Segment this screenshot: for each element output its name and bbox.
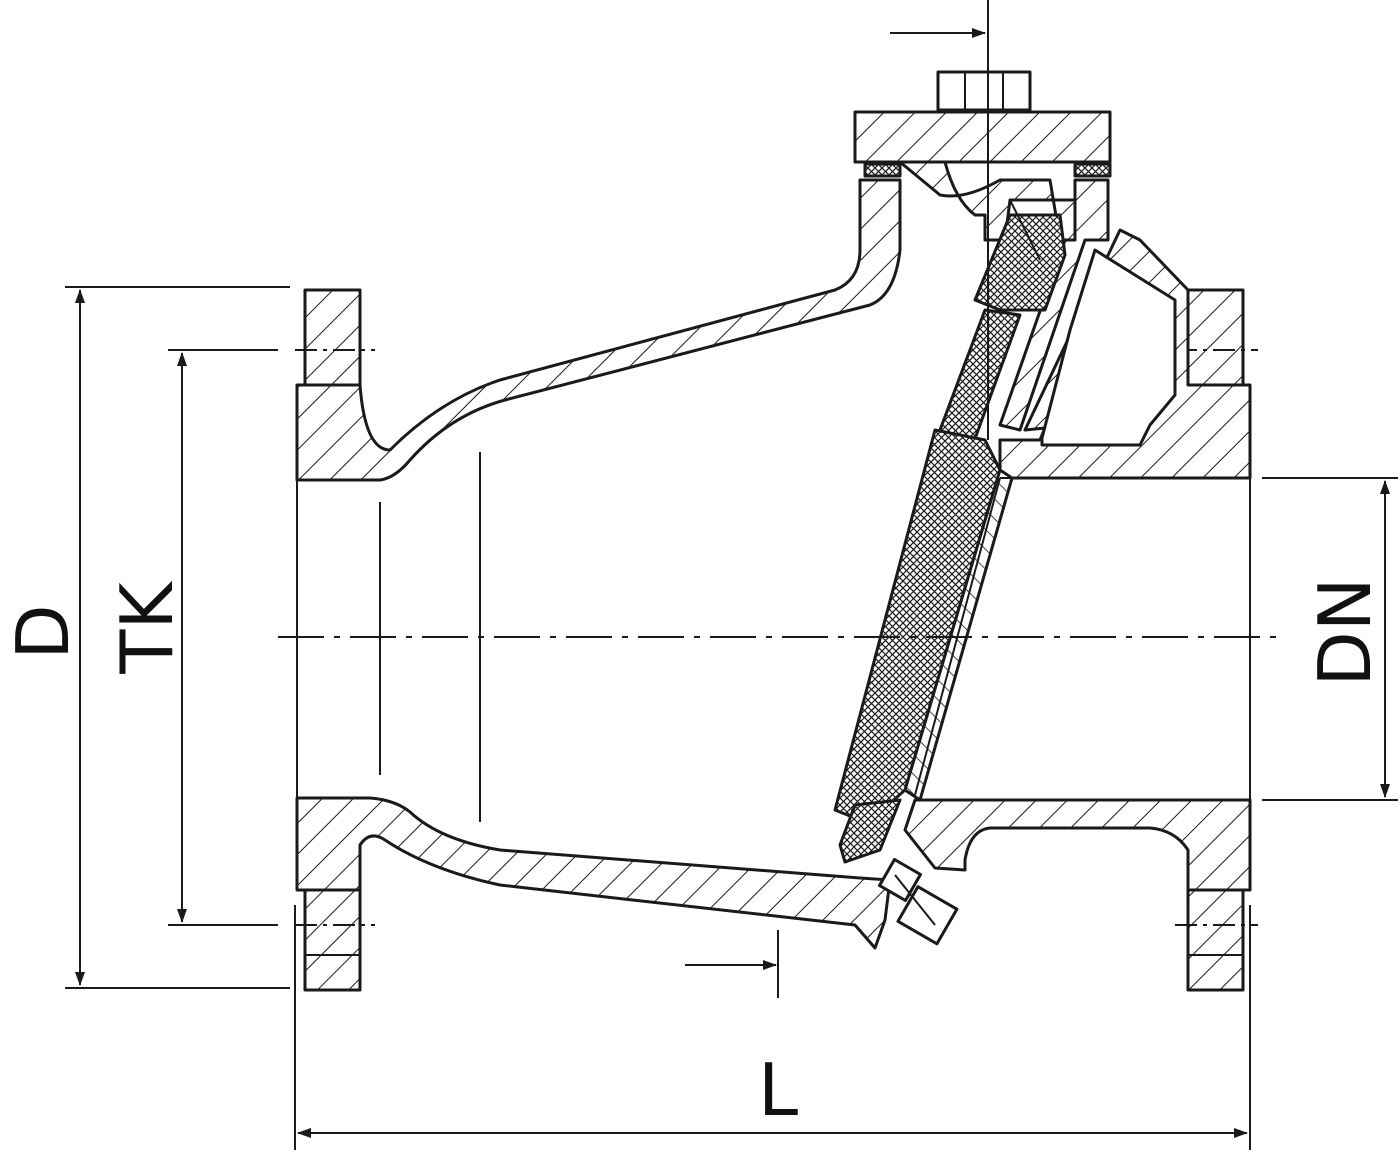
cover-plate [853,110,1112,164]
drain-plug [878,858,959,946]
disc-assembly [833,213,1067,864]
right-lower-body [903,798,1252,892]
label-d: D [1,604,85,659]
top-plug [936,70,1032,112]
label-tk: TK [105,581,189,675]
dimension-bottom-offset [685,930,779,998]
left-flange [295,288,375,992]
left-bottom-bolt [303,888,362,992]
upper-body-wall [295,178,902,482]
label-l: L [758,1048,798,1132]
label-dn: DN [1303,577,1387,686]
right-top-bolt [1186,288,1245,387]
dimension-dn [1262,477,1398,801]
dimension-d [65,286,290,989]
lower-body-wall [295,796,892,950]
left-top-bolt [303,288,362,387]
hinge-block [973,213,1067,312]
dimension-l [294,905,1251,1150]
dimension-tk [168,349,278,926]
right-flange [1175,288,1258,992]
right-bottom-bolt [1186,888,1245,992]
